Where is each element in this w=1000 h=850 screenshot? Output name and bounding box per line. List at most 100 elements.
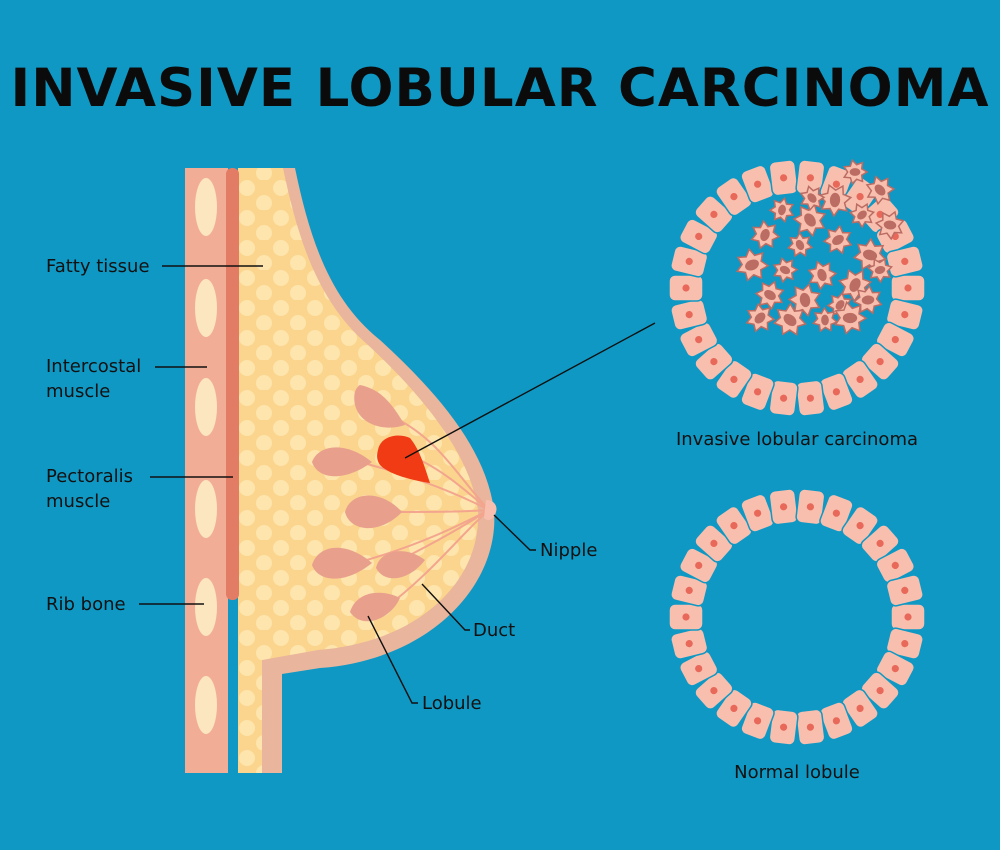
- label-lobule: Lobule: [422, 693, 482, 714]
- epithelial-cell: [885, 298, 924, 331]
- epithelial-cell: [670, 574, 709, 607]
- epithelial-cell: [668, 274, 704, 302]
- lobule: [312, 447, 372, 477]
- epithelial-cell: [740, 164, 775, 204]
- page-title: INVASIVE LOBULAR CARCINOMA: [10, 58, 990, 119]
- cell-nucleus: [685, 586, 693, 595]
- epithelial-cell: [670, 245, 709, 278]
- rib-bone: [195, 178, 217, 236]
- caption-carcinoma: Invasive lobular carcinoma: [675, 429, 919, 450]
- label-fatty-tissue: Fatty tissue: [46, 256, 150, 277]
- cancer-cell: [786, 231, 814, 258]
- cell-nucleus: [891, 561, 899, 570]
- pectoralis-muscle: [226, 168, 239, 600]
- epithelial-cell: [678, 218, 719, 255]
- lobule: [350, 592, 400, 622]
- epithelial-cell: [670, 298, 709, 331]
- epithelial-cell: [819, 372, 854, 412]
- epithelial-cell: [740, 701, 775, 741]
- caption-normal: Normal lobule: [734, 762, 860, 783]
- cancer-cell-cluster: [735, 158, 905, 336]
- leader-duct: [421, 583, 470, 631]
- cell-nucleus: [891, 664, 899, 673]
- lobule: [354, 385, 405, 428]
- epithelial-cell: [860, 671, 900, 710]
- cell-nucleus: [856, 375, 864, 383]
- epithelial-cell: [694, 671, 734, 710]
- epithelial-cell: [819, 701, 854, 741]
- cancer-cell: [866, 257, 893, 284]
- cancer-cell: [799, 185, 826, 212]
- epithelial-cell: [885, 574, 924, 607]
- cell-nucleus: [806, 503, 815, 511]
- cell-nucleus: [730, 193, 738, 201]
- cancer-cell: [834, 300, 868, 335]
- cell-nucleus: [901, 586, 909, 595]
- cancer-cell: [822, 224, 853, 255]
- epithelial-cell: [819, 493, 854, 533]
- epithelial-cell: [678, 650, 719, 687]
- cell-nucleus: [832, 180, 841, 188]
- cell-nucleus: [753, 717, 762, 725]
- cancer-cell: [874, 210, 905, 241]
- cell-nucleus: [904, 284, 912, 292]
- label-pectoralis-line2: muscle: [46, 491, 111, 512]
- cell-nucleus: [710, 210, 718, 218]
- label-intercostal-line2: muscle: [46, 381, 111, 402]
- cell-nucleus: [876, 686, 884, 695]
- epithelial-cell: [890, 603, 926, 631]
- label-nipple: Nipple: [540, 540, 598, 561]
- epithelial-cell: [768, 159, 799, 197]
- intercostal-muscle: [185, 168, 228, 773]
- rib-bone: [195, 676, 217, 734]
- epithelial-cell: [668, 603, 704, 631]
- cell-nucleus: [876, 539, 884, 548]
- cell-nucleus: [901, 257, 909, 265]
- cell-nucleus: [710, 539, 718, 548]
- cell-nucleus: [779, 174, 788, 182]
- cell-nucleus: [730, 704, 738, 713]
- rib-bones: [195, 178, 217, 734]
- cell-nucleus: [901, 311, 909, 319]
- cell-nucleus: [695, 561, 703, 570]
- epithelial-cell: [740, 372, 775, 412]
- cell-nucleus: [695, 336, 703, 344]
- cell-nucleus: [710, 358, 718, 366]
- fatty-tissue-globules: [238, 168, 479, 773]
- epithelial-cell: [875, 547, 916, 584]
- epithelial-cell: [694, 524, 734, 563]
- normal-lobule: [668, 488, 926, 746]
- epithelial-cell: [740, 493, 775, 533]
- cell-nucleus: [685, 257, 693, 265]
- cancer-cell: [848, 202, 876, 229]
- epithelial-cell: [841, 359, 879, 400]
- label-duct: Duct: [473, 620, 516, 641]
- label-intercostal-line1: Intercostal: [46, 356, 142, 377]
- cell-nucleus: [832, 717, 841, 725]
- cell-nucleus: [779, 394, 788, 402]
- lobule: [376, 551, 425, 579]
- rib-bone: [195, 378, 217, 436]
- epithelial-cell: [875, 650, 916, 687]
- epithelial-cell: [768, 488, 799, 526]
- cancer-cell: [772, 256, 799, 284]
- cell-nucleus: [753, 388, 762, 396]
- epithelial-cell: [841, 688, 879, 729]
- cell-nucleus: [904, 613, 912, 621]
- epithelial-cell: [795, 379, 826, 417]
- leader-lines: [139, 265, 656, 704]
- cell-nucleus: [806, 723, 815, 731]
- leader-lobule: [367, 615, 418, 704]
- epithelial-cell: [694, 342, 734, 381]
- label-rib-bone: Rib bone: [46, 594, 126, 615]
- cell-nucleus: [685, 639, 693, 648]
- tumor: [377, 435, 430, 483]
- cell-nucleus: [695, 232, 703, 240]
- cell-nucleus: [682, 613, 690, 621]
- lobule: [345, 495, 402, 529]
- cancer-cell: [842, 158, 869, 186]
- cancer-cell: [852, 284, 883, 315]
- cancer-cell: [865, 175, 896, 206]
